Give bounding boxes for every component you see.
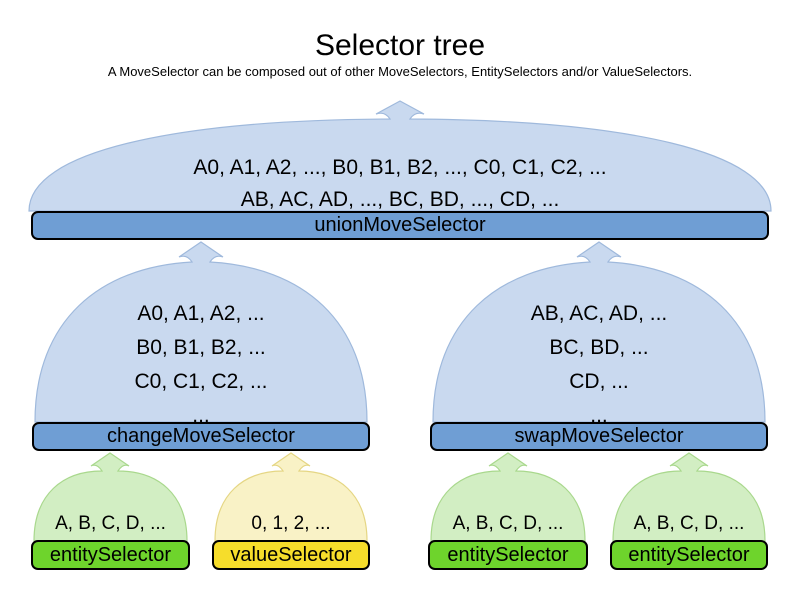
- entity-selector-values-2: A, B, C, D, ...: [452, 513, 564, 534]
- value-selector-label: valueSelector: [230, 543, 352, 566]
- union-values-line-2: AB, AC, AD, ..., BC, BD, ..., CD, ...: [240, 188, 560, 211]
- change-values-line-3: C0, C1, C2, ...: [134, 370, 268, 393]
- value-selector-bar: valueSelector: [212, 540, 370, 570]
- subtitle: A MoveSelector can be composed out of ot…: [107, 64, 693, 79]
- change-cloud-values: A0, A1, A2, ... B0, B1, B2, ... C0, C1, …: [32, 297, 370, 433]
- swap-cloud-values: AB, AC, AD, ... BC, BD, ... CD, ... ...: [430, 297, 768, 433]
- swap-move-selector-bar: swapMoveSelector: [430, 422, 768, 451]
- entity-selector-bar-2: entitySelector: [428, 540, 588, 570]
- swap-move-selector-label: swapMoveSelector: [514, 425, 684, 447]
- change-values-line-4: ...: [192, 404, 210, 427]
- union-cloud-values: A0, A1, A2, ..., B0, B1, B2, ..., C0, C1…: [0, 152, 800, 216]
- entity-selector-label-2: entitySelector: [447, 543, 569, 566]
- union-values-line-1: A0, A1, A2, ..., B0, B1, B2, ..., C0, C1…: [193, 156, 607, 179]
- change-move-selector-bar: changeMoveSelector: [32, 422, 370, 451]
- swap-values-line-3: CD, ...: [569, 370, 629, 393]
- page-title: Selector tree: [314, 29, 486, 62]
- entity-selector-label-1: entitySelector: [49, 543, 172, 566]
- entity-selector-bar-3: entitySelector: [610, 540, 768, 570]
- swap-values-line-1: AB, AC, AD, ...: [530, 302, 668, 325]
- value-selector-values: 0, 1, 2, ...: [251, 513, 331, 534]
- entity-selector-values-1: A, B, C, D, ...: [55, 513, 166, 534]
- union-move-selector-bar: unionMoveSelector: [31, 211, 769, 240]
- swap-values-line-2: BC, BD, ...: [549, 336, 649, 359]
- union-move-selector-label: unionMoveSelector: [314, 214, 486, 236]
- entity-selector-bar-1: entitySelector: [31, 540, 190, 570]
- change-values-line-1: A0, A1, A2, ...: [137, 302, 265, 325]
- swap-values-line-4: ...: [590, 404, 608, 427]
- entity-selector-label-3: entitySelector: [628, 543, 750, 566]
- change-move-selector-label: changeMoveSelector: [107, 425, 295, 447]
- change-values-line-2: B0, B1, B2, ...: [136, 336, 266, 359]
- entity-selector-values-3: A, B, C, D, ...: [633, 513, 745, 534]
